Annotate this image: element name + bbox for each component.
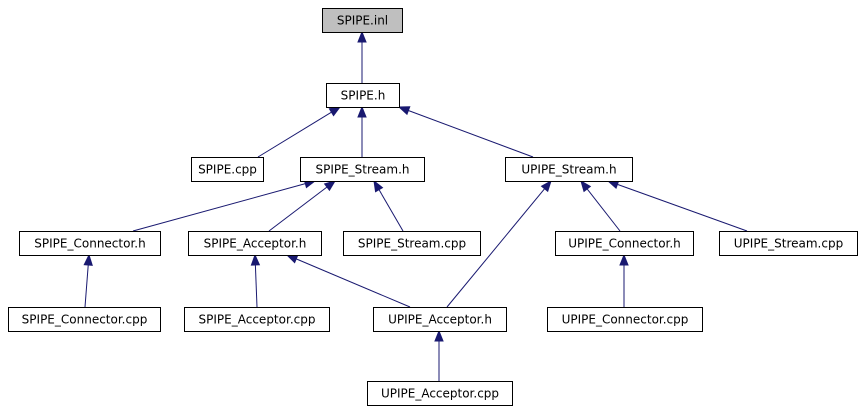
edge-upipe_connector_h-to-upipe_stream_h: [580, 179, 621, 232]
edge-arrowhead: [328, 106, 342, 117]
edge-upipe_stream_cpp-to-upipe_stream_h: [606, 180, 748, 232]
node-box[interactable]: [555, 231, 694, 256]
node-label: UPIPE_Acceptor.h: [388, 313, 492, 327]
edge-arrowhead: [434, 329, 444, 342]
node-box[interactable]: [8, 307, 161, 332]
edge-line: [408, 110, 534, 158]
node-upipe-stream-cpp[interactable]: UPIPE_Stream.cpp: [719, 231, 858, 256]
node-label: SPIPE_Acceptor.h: [204, 237, 307, 251]
edge-arrowhead: [397, 106, 411, 116]
edge-arrowhead: [580, 179, 592, 193]
edge-spipe_h-to-spipe_inl: [357, 30, 367, 83]
node-box[interactable]: [184, 307, 330, 332]
edge-spipe_acceptor_h-to-spipe_stream_h: [268, 180, 337, 232]
node-box[interactable]: [191, 157, 264, 182]
node-spipe-h[interactable]: SPIPE.h: [326, 83, 400, 108]
edge-arrowhead: [619, 253, 629, 266]
node-box[interactable]: [367, 381, 513, 406]
node-upipe-acceptor-h[interactable]: UPIPE_Acceptor.h: [373, 307, 507, 332]
node-label: SPIPE_Connector.cpp: [22, 313, 148, 327]
node-label: SPIPE_Stream.cpp: [358, 237, 466, 251]
edge-spipe_cpp-to-spipe_h: [257, 106, 342, 158]
node-upipe-connector-h[interactable]: UPIPE_Connector.h: [555, 231, 694, 256]
node-spipe-stream-cpp[interactable]: SPIPE_Stream.cpp: [343, 231, 481, 256]
edge-upipe_connector_cpp-to-upipe_connector_h: [619, 253, 629, 307]
node-spipe-cpp[interactable]: SPIPE.cpp: [191, 157, 264, 182]
node-label: UPIPE_Stream.cpp: [734, 237, 843, 251]
edge-upipe_acceptor_cpp-to-upipe_acceptor_h: [434, 329, 444, 381]
edge-arrowhead: [357, 30, 367, 43]
node-label: SPIPE.h: [341, 89, 386, 103]
edge-spipe_connector_cpp-to-spipe_connector_h: [83, 253, 93, 308]
node-label: SPIPE.inl: [337, 14, 388, 28]
node-spipe-connector-cpp[interactable]: SPIPE_Connector.cpp: [8, 307, 161, 332]
edge-arrowhead: [373, 179, 384, 193]
edge-arrowhead: [357, 105, 367, 118]
node-label: UPIPE_Connector.cpp: [562, 313, 689, 327]
node-box[interactable]: [188, 231, 322, 256]
node-upipe-connector-cpp[interactable]: UPIPE_Connector.cpp: [547, 307, 703, 332]
node-upipe-acceptor-cpp[interactable]: UPIPE_Acceptor.cpp: [367, 381, 513, 406]
edge-line: [446, 188, 546, 308]
edge-line: [617, 183, 748, 232]
node-box[interactable]: [326, 83, 400, 108]
edge-upipe_acceptor_h-to-spipe_acceptor_h: [285, 254, 411, 308]
edge-spipe_connector_h-to-spipe_stream_h: [132, 179, 317, 232]
node-box[interactable]: [505, 157, 633, 182]
edge-spipe_stream_h-to-spipe_h: [357, 105, 367, 157]
node-box[interactable]: [547, 307, 703, 332]
node-spipe-stream-h[interactable]: SPIPE_Stream.h: [300, 157, 425, 182]
node-spipe-acceptor-h[interactable]: SPIPE_Acceptor.h: [188, 231, 322, 256]
edge-spipe_acceptor_cpp-to-spipe_acceptor_h: [250, 253, 261, 308]
node-label: UPIPE_Acceptor.cpp: [381, 387, 499, 401]
edge-arrowhead: [250, 253, 261, 266]
node-box[interactable]: [300, 157, 425, 182]
node-label: UPIPE_Connector.h: [568, 237, 681, 251]
edge-line: [132, 183, 306, 232]
edge-arrowhead: [540, 179, 552, 193]
node-box: [322, 8, 403, 33]
edge-arrowhead: [323, 180, 337, 192]
edge-line: [268, 186, 328, 232]
edge-line: [296, 258, 411, 308]
edge-upipe_acceptor_h-to-upipe_stream_h: [446, 179, 552, 308]
node-box[interactable]: [719, 231, 858, 256]
edge-line: [254, 264, 258, 308]
edge-line: [84, 264, 89, 308]
node-upipe-stream-h[interactable]: UPIPE_Stream.h: [505, 157, 633, 182]
node-box[interactable]: [373, 307, 507, 332]
node-box[interactable]: [343, 231, 481, 256]
node-label: SPIPE_Connector.h: [34, 237, 145, 251]
edge-line: [257, 111, 332, 158]
node-label: UPIPE_Stream.h: [521, 163, 616, 177]
node-spipe-inl: SPIPE.inl: [322, 8, 403, 33]
node-label: SPIPE_Acceptor.cpp: [199, 313, 316, 327]
edge-line: [586, 188, 621, 232]
edge-line: [378, 189, 404, 232]
edge-spipe_stream_cpp-to-spipe_stream_h: [373, 179, 404, 232]
node-spipe-acceptor-cpp[interactable]: SPIPE_Acceptor.cpp: [184, 307, 330, 332]
node-box[interactable]: [19, 231, 161, 256]
edge-arrowhead: [285, 254, 299, 264]
node-label: SPIPE.cpp: [198, 163, 257, 177]
node-spipe-connector-h[interactable]: SPIPE_Connector.h: [19, 231, 161, 256]
edge-arrowhead: [83, 253, 93, 266]
edge-upipe_stream_h-to-spipe_h: [397, 106, 534, 158]
node-label: SPIPE_Stream.h: [315, 163, 409, 177]
